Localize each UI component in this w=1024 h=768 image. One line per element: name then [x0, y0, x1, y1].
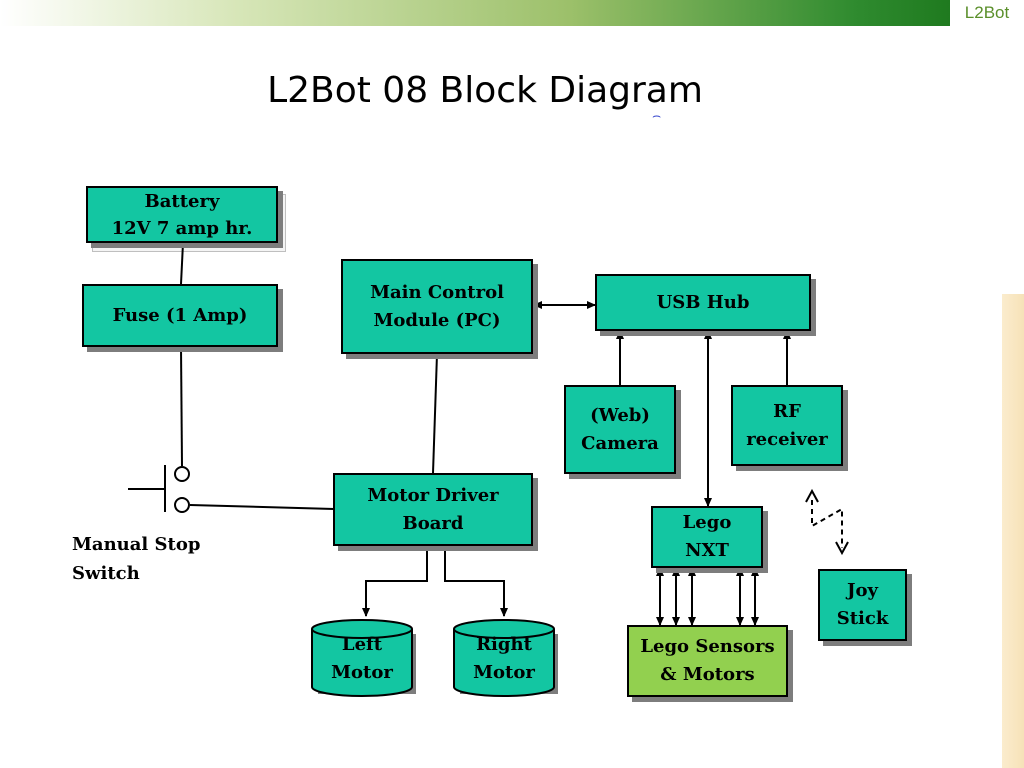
wire-switch-driver: [189, 504, 335, 510]
motor-driver-block: Motor Driver Board: [333, 473, 533, 546]
fuse-block: Fuse (1 Amp): [82, 284, 278, 347]
manual-stop-switch-label: Manual Stop Switch: [72, 534, 201, 584]
stray-glyph: ⌢: [652, 108, 662, 124]
rf-receiver-block: RF receiver: [731, 385, 843, 466]
battery-block: Battery 12V 7 amp hr.: [86, 186, 278, 243]
wire-fuse-switch: [180, 346, 183, 467]
wire-pc-driver: [432, 353, 438, 474]
lego-nxt-block: Lego NXT: [651, 506, 763, 568]
joy-stick-block: Joy Stick: [818, 569, 907, 641]
left-motor-block: Left Motor: [310, 617, 416, 697]
switch-symbol: [128, 465, 190, 513]
wire-battery-fuse: [180, 242, 184, 285]
brand-label: L2Bot: [950, 0, 1024, 26]
wireless-link: [811, 500, 843, 548]
usb-hub-block: USB Hub: [595, 274, 811, 331]
lego-sensors-block: Lego Sensors & Motors: [627, 625, 788, 697]
wire-driver-left: [362, 546, 428, 617]
side-accent-bar: [1002, 294, 1024, 768]
web-camera-block: (Web) Camera: [564, 385, 676, 474]
right-motor-block: Right Motor: [452, 617, 558, 697]
wire-driver-right: [444, 546, 508, 617]
right-motor-label: Right Motor: [473, 634, 535, 683]
main-control-block: Main Control Module (PC): [341, 259, 533, 354]
left-motor-label: Left Motor: [331, 634, 393, 683]
slide-title: L2Bot 08 Block Diagram: [267, 70, 703, 111]
header-gradient-bar: [0, 0, 950, 26]
